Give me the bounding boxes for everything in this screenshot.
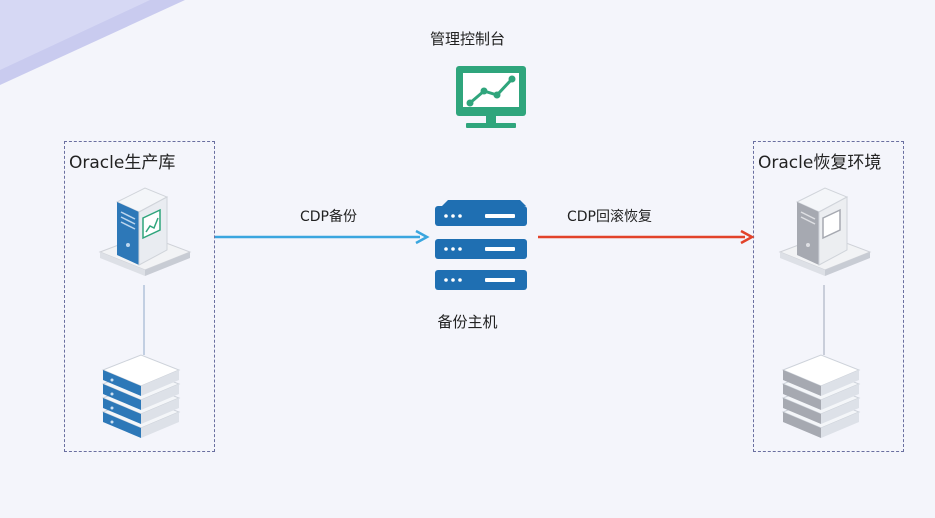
backup-flow-label: CDP备份 (300, 209, 357, 225)
console-title: 管理控制台 (429, 30, 505, 48)
backup-host-label: 备份主机 (437, 313, 498, 331)
rollback-flow-label: CDP回滚恢复 (567, 209, 652, 225)
production-title: Oracle生产库 (69, 153, 176, 173)
production-group: Oracle生产库 (64, 141, 215, 452)
recovery-group: Oracle恢复环境 (753, 141, 904, 452)
recovery-title: Oracle恢复环境 (758, 153, 882, 173)
corner-decoration (0, 0, 185, 85)
